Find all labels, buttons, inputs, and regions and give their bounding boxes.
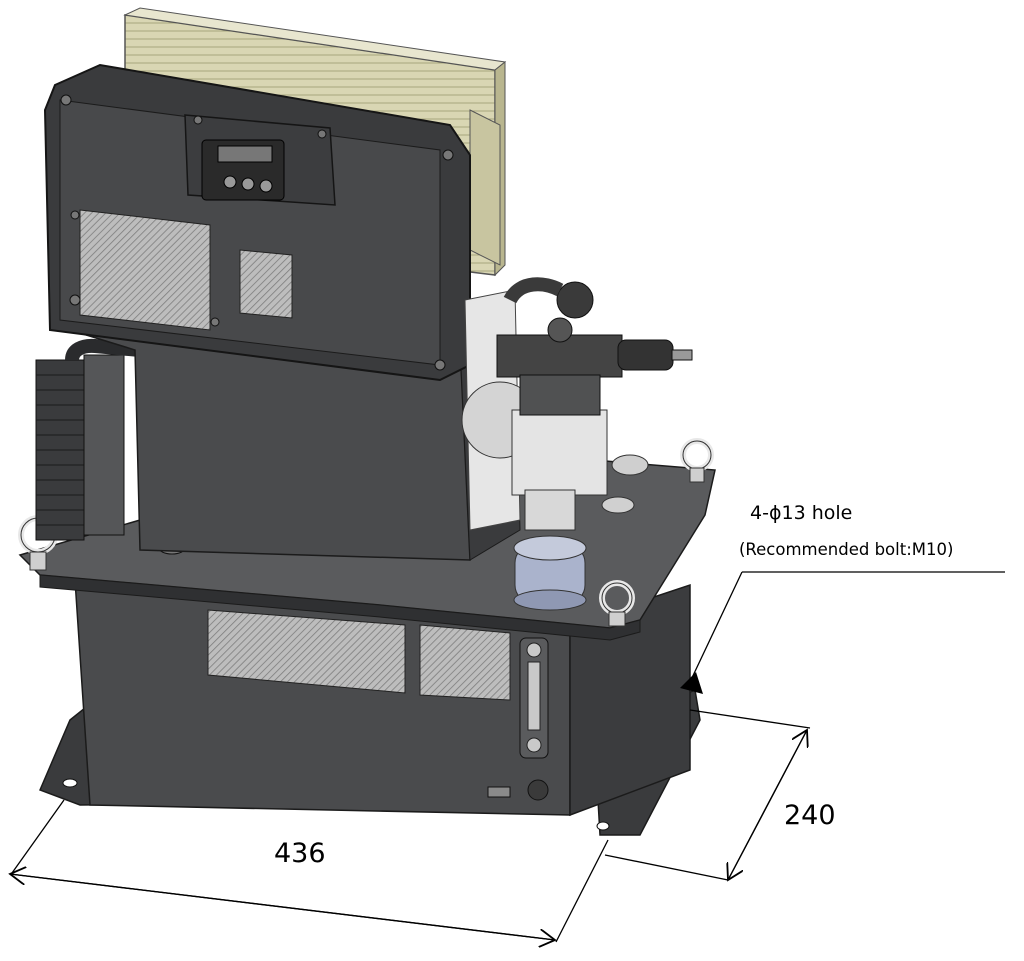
eye-bolt-back-right — [680, 438, 714, 483]
width-extension-left — [11, 799, 65, 874]
depth-dimension-value: 240 — [784, 800, 836, 831]
inverter-housing — [43, 63, 471, 382]
eye-bolt-front-right — [599, 580, 635, 627]
hole-spec-label: 4-ϕ13 hole — [750, 502, 853, 524]
hole-leader-diagonal — [689, 571, 743, 683]
inverter-label-plate — [79, 209, 211, 331]
tank-body — [74, 579, 691, 817]
dimension-lines — [10, 571, 1005, 943]
width-dimension-value: 436 — [274, 838, 326, 869]
bolt-spec-label: (Recommended bolt:M10) — [739, 540, 954, 559]
depth-extension-front — [604, 854, 729, 881]
width-extension-right — [555, 839, 609, 943]
control-keypad — [201, 139, 285, 201]
depth-extension-back — [689, 709, 811, 729]
hole-leader-arrowhead — [680, 672, 703, 694]
tank-label-plate — [207, 609, 406, 694]
tank-nameplate — [419, 624, 511, 701]
cooler-fins — [35, 338, 186, 555]
solenoid-valve — [617, 339, 674, 371]
pump-valve-assembly — [461, 277, 693, 531]
inverter-small-label — [239, 249, 293, 319]
oil-filler-cap — [513, 535, 587, 611]
